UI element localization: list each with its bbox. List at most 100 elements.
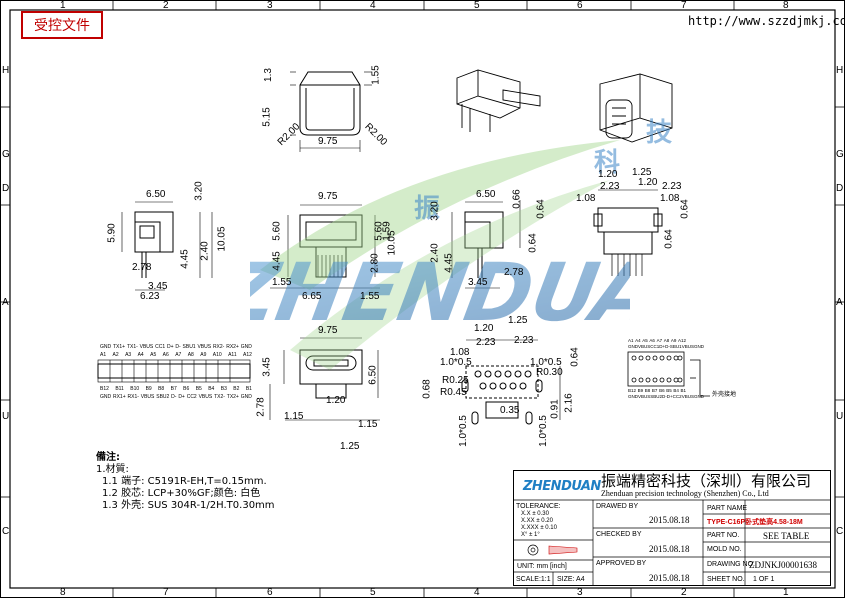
dim-p-7: 1.08: [660, 193, 680, 204]
col-label-3: 3: [267, 0, 273, 11]
dim-pad-15: 2.16: [563, 393, 575, 413]
col-label-b8: 8: [60, 587, 66, 598]
pin-code-top-3: A4: [137, 352, 144, 358]
watermark-char-1: 振: [414, 194, 441, 224]
sheet-no-label: SHEET NO.: [707, 576, 745, 583]
dim-m-7: 1.15: [358, 419, 378, 430]
row-label-a: A: [2, 297, 9, 308]
sch-top-lbl-7: GND: [693, 344, 704, 349]
scale-label: SCALE:1:1: [516, 576, 551, 583]
col-label-2: 2: [163, 0, 169, 11]
row-label-rd: D: [836, 183, 844, 194]
dim-m-3: 6.50: [367, 365, 379, 385]
dim-pad-1: 1.25: [508, 315, 528, 326]
pins-top-labels: GND TX1+ TX1- VBUS CC1 D+ D- SBU1 VBUS R…: [100, 344, 252, 350]
tolerance-row-1: X.X ± 0.30: [521, 511, 549, 517]
sch-bot-6: B4: [673, 388, 679, 393]
pin-bot-11: GND: [240, 394, 252, 400]
pin-top-5: D+: [167, 344, 174, 350]
checked-by-label: CHECKED BY: [596, 531, 642, 538]
sch-top-lbl-5: SBU1: [669, 344, 682, 349]
company-name-en: Zhenduan precision technology (Shenzhen)…: [601, 489, 769, 498]
sch-bot-7: B1: [680, 388, 686, 393]
dim-sl-2: 3.20: [193, 181, 205, 201]
dim-pad-8: 0.64: [569, 347, 581, 367]
schematic-bottom-labels: GND VBUS SBU2 D- D+ CC2 VBUS GND: [628, 394, 704, 399]
dim-sr-9: 2.78: [504, 267, 524, 278]
sch-bot-lbl-0: GND: [628, 394, 638, 399]
pin-top-7: SBU1: [182, 344, 196, 350]
dim-sr-8: 3.45: [468, 277, 488, 288]
pin-code-bot-10: B2: [233, 386, 240, 392]
dim-sl-7: 2.78: [132, 262, 152, 273]
col-label-b3: 3: [577, 587, 583, 598]
pin-code-top-4: A5: [150, 352, 157, 358]
pin-top-3: VBUS: [139, 344, 154, 350]
sch-bot-4: B6: [659, 388, 665, 393]
pins-bottom-codes: B12 B11 B10 B9 B8 B7 B6 B5 B4 B3 B2 B1: [100, 386, 252, 392]
drawing-no-value: ZDJNKJ00001638: [749, 560, 818, 570]
dim-sr-3: 0.66: [511, 189, 523, 209]
watermark-char-3: 技: [646, 118, 673, 148]
checked-date: 2015.08.18: [649, 544, 690, 554]
drawn-date: 2015.08.18: [649, 515, 690, 525]
watermark-char-2: 科: [594, 148, 621, 178]
dim-pad-4: 2.23: [514, 335, 534, 346]
pin-bot-2: RX1-: [127, 394, 139, 400]
pin-top-6: D-: [175, 344, 181, 350]
row-label-u: U: [2, 411, 10, 422]
col-label-5: 5: [474, 0, 480, 11]
dim-m-4: 2.78: [255, 397, 267, 417]
dim-sl-1: 6.50: [146, 189, 166, 200]
sch-top-7: A12: [677, 338, 686, 343]
dim-pad-5: 1.08: [450, 347, 470, 358]
schematic-top-labels: GND VBUS CC1 D+ D- SBU1 VBUS GND: [628, 344, 704, 349]
dim-m-2: 3.45: [261, 357, 273, 377]
sch-top-5: A8: [663, 338, 670, 343]
pin-code-bot-5: B7: [170, 386, 177, 392]
dim-m-1: 9.75: [318, 325, 338, 336]
sch-bot-lbl-2: SBU2: [650, 394, 663, 399]
title-block: ZHENDUAN 振端精密科技（深圳）有限公司 Zhenduan precisi…: [513, 470, 831, 586]
col-label-b1: 1: [783, 587, 789, 598]
dim-sl-6: 10.05: [216, 226, 228, 252]
dim-m-8: 1.25: [340, 441, 360, 452]
pin-code-bot-6: B6: [183, 386, 190, 392]
company-url[interactable]: http://www.szzdjmkj.com: [688, 14, 845, 28]
title-block-grid: [513, 470, 831, 586]
tolerance-row-3: X.XXX ± 0.10: [521, 525, 557, 531]
size-label: SIZE: A4: [557, 576, 585, 583]
dim-sr-1: 6.50: [476, 189, 496, 200]
pin-top-9: RX2-: [212, 344, 225, 350]
pin-top-11: GND: [240, 344, 252, 350]
row-label-rh: H: [836, 65, 844, 76]
sch-bot-3: B7: [651, 388, 658, 393]
pin-top-8: VBUS: [197, 344, 212, 350]
row-label-ru: U: [836, 411, 844, 422]
dim-pad-10: R0.30: [536, 367, 563, 378]
pins-top-codes: A1 A2 A3 A4 A5 A6 A7 A8 A9 A10 A11 A12: [100, 352, 252, 358]
sch-bot-1: B9: [637, 388, 644, 393]
row-label-h: H: [2, 65, 10, 76]
drawn-by-label: DRAWED BY: [596, 503, 639, 510]
dim-pad-13: 0.35: [500, 405, 520, 416]
dim-sr-6: 2.40: [429, 243, 441, 263]
col-label-b7: 7: [163, 587, 169, 598]
pin-code-bot-8: B4: [208, 386, 215, 392]
dim-p-1: 1.20: [598, 169, 618, 180]
row-label-ra: A: [836, 297, 843, 308]
pin-bot-3: VBUS: [140, 394, 155, 400]
pin-code-bot-0: B12: [100, 386, 109, 392]
sch-bot-2: B8: [644, 388, 651, 393]
pin-code-top-2: A3: [125, 352, 132, 358]
dim-f-9: 6.65: [302, 291, 322, 302]
pin-code-bot-11: B1: [245, 386, 252, 392]
tolerance-label: TOLERANCE:: [516, 503, 561, 510]
dim-pad-7: 1.0*0.5: [530, 357, 562, 368]
dim-p-8: 0.64: [679, 199, 691, 219]
tolerance-row-4: X° ± 1°: [521, 532, 540, 538]
dim-m-6: 1.15: [284, 411, 304, 422]
pin-code-top-10: A11: [228, 352, 237, 358]
sch-bot-lbl-6: VBUS: [681, 394, 694, 399]
